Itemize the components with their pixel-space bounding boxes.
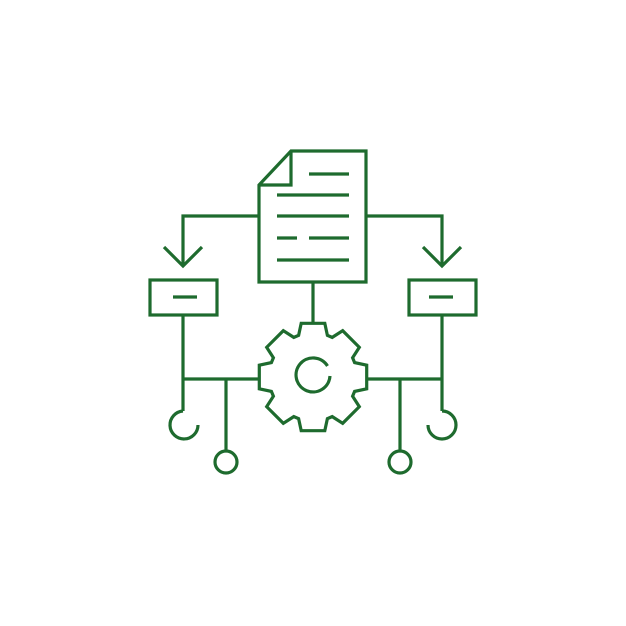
right-connector <box>366 214 444 264</box>
document-fold <box>259 151 293 187</box>
right-process-box <box>407 278 478 317</box>
gear-center-ring <box>294 356 332 394</box>
document-icon <box>257 149 368 284</box>
right-inner-node-icon <box>387 449 413 475</box>
left-inner-node-icon <box>213 449 239 475</box>
right-arrow-head-icon <box>421 245 463 269</box>
left-process-box <box>148 278 219 317</box>
right-open-node-icon <box>426 409 458 441</box>
gear-icon <box>257 321 369 433</box>
left-open-node-icon <box>168 409 200 441</box>
left-arrow-head-icon <box>162 245 204 269</box>
left-connector <box>181 214 259 264</box>
